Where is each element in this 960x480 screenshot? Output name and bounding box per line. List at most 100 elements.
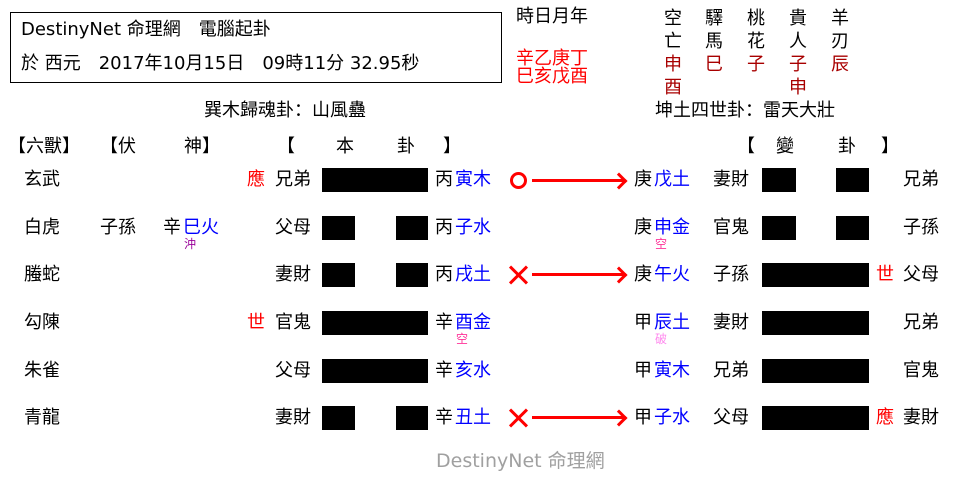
line-branch: 酉金 — [455, 312, 491, 333]
line-branch: 寅木 — [455, 169, 491, 190]
pillars-branches: 巳亥戊酉 — [516, 66, 588, 87]
changed-hexagram-title: 坤土四世卦：雷天大壯 — [655, 100, 835, 121]
chong-note: 沖 — [184, 237, 197, 251]
header-fushen-close: 神】 — [184, 136, 220, 157]
shensha-name-top: 羊 — [831, 8, 849, 29]
shensha-name-top: 貴 — [789, 8, 807, 29]
header-main-close: 】 — [443, 136, 461, 157]
shensha-name-bottom: 刃 — [831, 31, 849, 52]
header-liushou: 【六獸】 — [8, 136, 80, 157]
shensha-value: 申 — [789, 77, 807, 98]
shensha-name-bottom: 花 — [747, 31, 765, 52]
header-fushen-open: 【伏 — [100, 136, 136, 157]
changed-position-relation: 兄弟 — [903, 169, 939, 190]
yang-line — [762, 311, 869, 335]
line-branch: 丑土 — [455, 407, 491, 428]
yin-line-left — [322, 216, 355, 240]
header-changed-bian: 變 — [776, 136, 794, 157]
line-stem: 辛 — [435, 312, 453, 333]
changed-branch: 申金 — [654, 217, 690, 238]
line-stem: 辛 — [435, 407, 453, 428]
changed-branch: 寅木 — [654, 360, 690, 381]
moving-yang-circle-icon — [510, 172, 527, 189]
main-hexagram-title: 巽木歸魂卦：山風蠱 — [204, 100, 366, 121]
moving-yin-cross-icon — [509, 408, 529, 428]
yin-line-left — [762, 216, 796, 240]
shensha-name-top: 桃 — [747, 8, 765, 29]
yang-line — [322, 168, 428, 192]
changed-relation: 子孫 — [713, 264, 749, 285]
yin-line-right — [396, 406, 428, 430]
shensha-value: 巳 — [705, 54, 723, 75]
shensha-value: 酉 — [664, 77, 682, 98]
ying-marker: 應 — [247, 169, 265, 190]
header-box — [10, 12, 502, 83]
line-stem: 丙 — [435, 217, 453, 238]
yin-line-right — [836, 168, 869, 192]
changed-stem: 庚 — [634, 217, 652, 238]
pillars-stems: 辛乙庚丁 — [516, 48, 588, 69]
kong-note: 空 — [655, 237, 668, 251]
header-changed-gua: 卦 — [838, 136, 856, 157]
changed-position-relation: 官鬼 — [903, 360, 939, 381]
changed-relation: 官鬼 — [713, 217, 749, 238]
yang-line — [762, 359, 869, 383]
changed-relation: 父母 — [713, 407, 749, 428]
header-changed-close: 】 — [881, 136, 899, 157]
liushou-label: 玄武 — [24, 169, 60, 190]
header-main-ben: 本 — [336, 136, 354, 157]
changed-relation: 妻財 — [713, 169, 749, 190]
change-arrow-line — [532, 416, 624, 419]
yang-line — [762, 263, 869, 287]
shi-marker: 世 — [247, 312, 265, 333]
fushen-relation: 子孫 — [100, 217, 136, 238]
changed-relation: 妻財 — [713, 312, 749, 333]
changed-position-relation: 父母 — [903, 264, 939, 285]
line-branch: 子水 — [455, 217, 491, 238]
line-stem: 丙 — [435, 264, 453, 285]
kong-note: 空 — [456, 332, 469, 346]
yin-line-left — [322, 263, 355, 287]
relation-label: 父母 — [275, 360, 311, 381]
relation-label: 父母 — [275, 217, 311, 238]
shensha-name-top: 驛 — [705, 8, 723, 29]
liushou-label: 朱雀 — [24, 360, 60, 381]
ying-marker: 應 — [876, 407, 894, 428]
footer-watermark: DestinyNet 命理網 — [436, 450, 605, 472]
change-arrow-icon — [610, 172, 628, 190]
relation-label: 妻財 — [275, 407, 311, 428]
pillars-label: 時日月年 — [516, 6, 588, 27]
changed-stem: 庚 — [634, 264, 652, 285]
fushen-branch: 巳火 — [183, 217, 219, 238]
shensha-name-bottom: 馬 — [705, 31, 723, 52]
changed-branch: 午火 — [654, 264, 690, 285]
changed-position-relation: 兄弟 — [903, 312, 939, 333]
line-stem: 丙 — [435, 169, 453, 190]
change-arrow-line — [532, 179, 624, 182]
yin-line-right — [396, 216, 428, 240]
change-arrow-icon — [610, 266, 628, 284]
yang-line — [322, 359, 428, 383]
line-branch: 戌土 — [455, 264, 491, 285]
header-changed-open: 【 — [737, 136, 755, 157]
shensha-value: 子 — [747, 54, 765, 75]
relation-label: 妻財 — [275, 264, 311, 285]
liushou-label: 螣蛇 — [24, 264, 60, 285]
shensha-name-top: 空 — [664, 8, 682, 29]
changed-position-relation: 子孫 — [903, 217, 939, 238]
liushou-label: 青龍 — [24, 407, 60, 428]
shi-marker: 世 — [876, 264, 894, 285]
changed-position-relation: 妻財 — [903, 407, 939, 428]
shensha-value: 申 — [664, 54, 682, 75]
changed-branch: 辰土 — [654, 312, 690, 333]
shensha-name-bottom: 亡 — [664, 31, 682, 52]
yang-line — [762, 406, 869, 430]
shensha-value: 辰 — [831, 54, 849, 75]
changed-relation: 兄弟 — [713, 360, 749, 381]
changed-stem: 庚 — [634, 169, 652, 190]
moving-yin-cross-icon — [509, 265, 529, 285]
yin-line-left — [322, 406, 355, 430]
line-branch: 亥水 — [455, 360, 491, 381]
relation-label: 官鬼 — [275, 312, 311, 333]
relation-label: 兄弟 — [275, 169, 311, 190]
